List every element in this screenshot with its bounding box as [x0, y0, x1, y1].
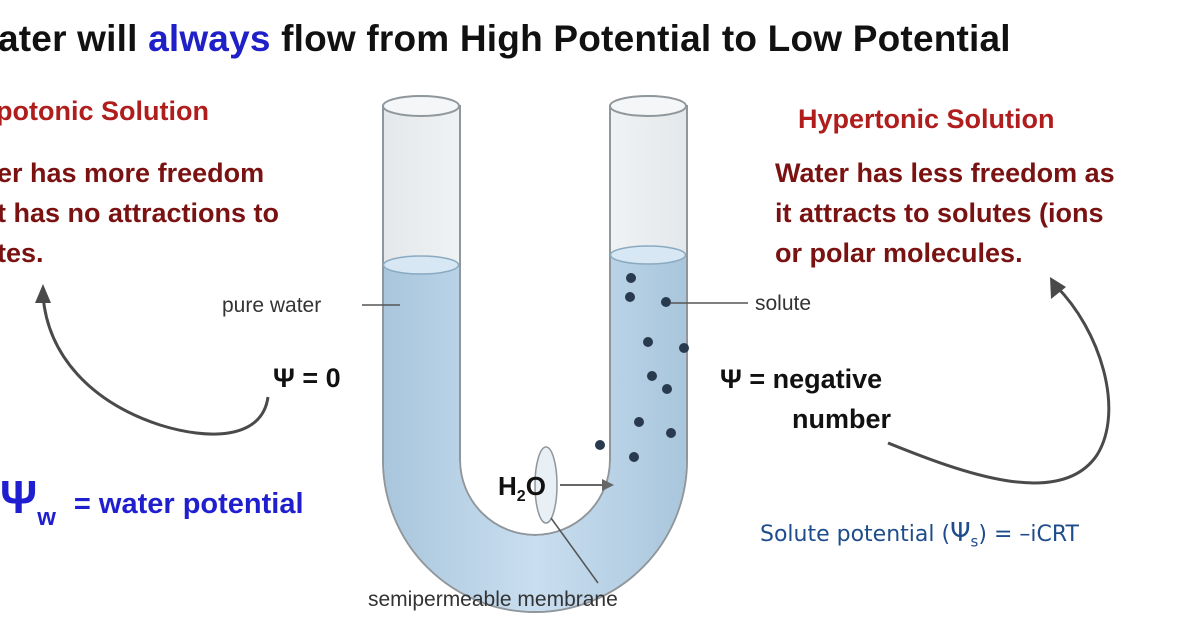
water-surface-left	[382, 255, 460, 275]
h2o-label: H2O	[498, 471, 546, 506]
main-title: ater will always flow from High Potentia…	[0, 18, 1011, 60]
solute-label: solute	[755, 292, 812, 315]
hypotonic-line-3: tes.	[0, 238, 44, 268]
title-highlight: always	[148, 18, 271, 59]
psi-number-label: number	[792, 404, 892, 434]
solute-potential-formula: Solute potential (Ψs) = –iCRT	[760, 518, 1079, 551]
left-arrow-head	[35, 284, 51, 303]
psi-symbol: Ψ	[0, 471, 38, 523]
hypertonic-heading: Hypertonic Solution	[798, 104, 1055, 134]
hypotonic-line-2: t has no attractions to	[0, 198, 280, 228]
hypotonic-line-1: er has more freedom	[0, 158, 265, 188]
water-surface-right	[609, 245, 687, 265]
flow-arrow-head	[602, 479, 614, 491]
right-curved-arrow	[887, 284, 1111, 485]
left-curved-arrow	[41, 295, 270, 436]
water-potential-definition: Ψw = water potential	[0, 470, 304, 531]
solute-particles	[595, 273, 689, 462]
title-text-end: flow from High Potential to Low Potentia…	[270, 18, 1011, 59]
water-potential-text: = water potential	[73, 488, 304, 520]
psi-negative-label: Ψ = negative	[720, 364, 883, 394]
pure-water-label: pure water	[222, 294, 322, 317]
membrane-label: semipermeable membrane	[368, 588, 618, 611]
hypertonic-line-2: it attracts to solutes (ions	[775, 198, 1104, 228]
membrane-leader	[550, 517, 599, 584]
hypertonic-line-3: or polar molecules.	[775, 238, 1023, 268]
water-fill	[384, 255, 686, 611]
tube-rim-left	[382, 95, 460, 117]
title-text-start: ater will	[0, 18, 149, 59]
hypertonic-line-1: Water has less freedom as	[775, 158, 1115, 188]
psi-zero-label: Ψ = 0	[273, 363, 341, 393]
psi-subscript-w: w	[37, 504, 56, 531]
right-arrow-head	[1050, 277, 1066, 299]
tube-rim-right	[609, 95, 687, 117]
hypotonic-heading: potonic Solution	[0, 96, 209, 126]
semipermeable-membrane	[534, 446, 558, 524]
